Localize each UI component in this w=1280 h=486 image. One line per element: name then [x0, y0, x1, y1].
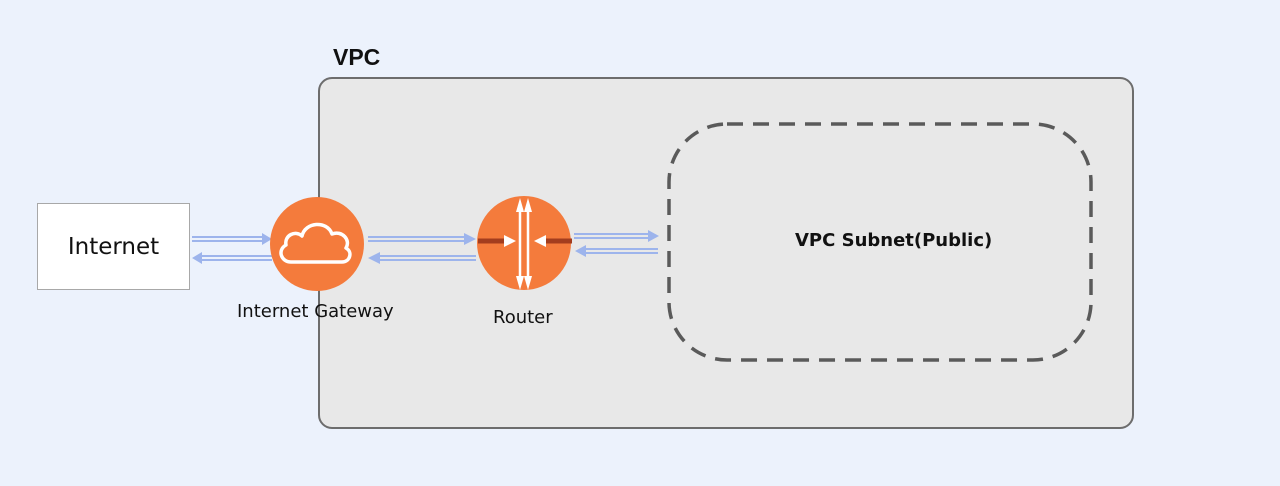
router-icon — [478, 198, 572, 290]
subnet-boundary — [667, 122, 1093, 362]
router-to-subnet-arrow — [574, 230, 659, 242]
router-label: Router — [493, 307, 553, 328]
gateway-to-router-arrow — [368, 233, 476, 245]
gateway-to-internet-arrow — [192, 252, 272, 264]
vpc-container — [318, 77, 1134, 429]
internet-label: Internet — [67, 233, 160, 260]
cloud-icon — [279, 222, 352, 264]
internet-gateway-label: Internet Gateway — [237, 301, 394, 322]
internet-to-gateway-arrow — [192, 233, 272, 245]
router-node — [477, 196, 572, 290]
subnet-to-router-arrow — [575, 245, 658, 257]
router-to-gateway-arrow — [368, 252, 476, 264]
internet-node: Internet — [37, 203, 190, 290]
internet-gateway-node — [270, 197, 364, 291]
subnet-label: VPC Subnet(Public) — [795, 230, 993, 251]
vpc-title: VPC — [333, 44, 381, 70]
